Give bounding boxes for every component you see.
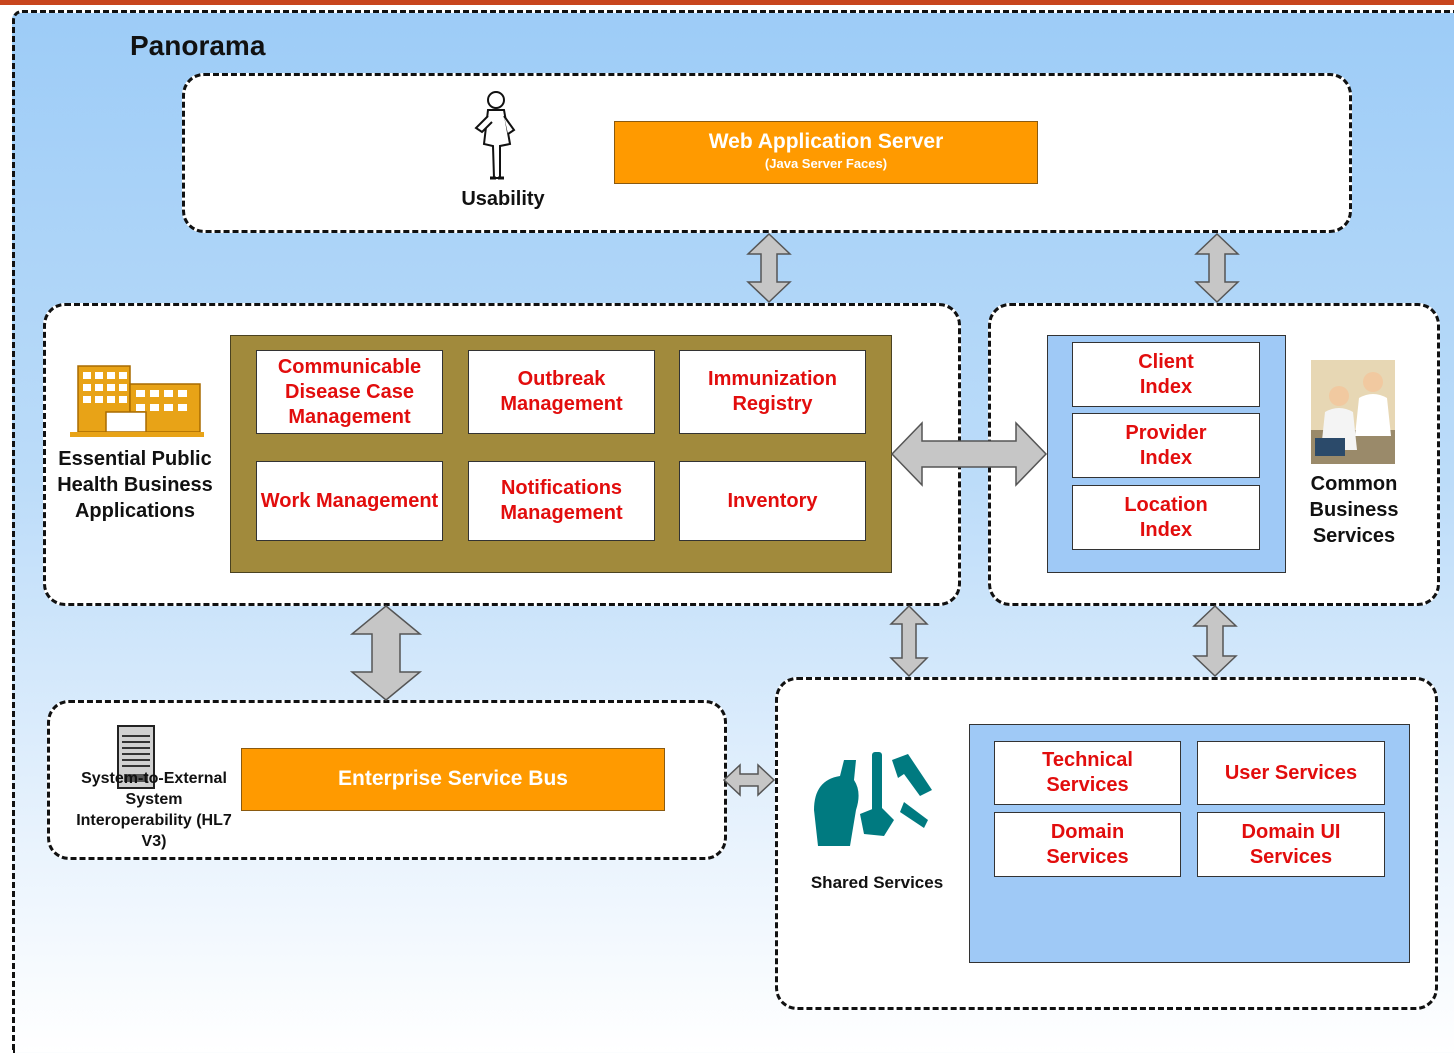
tile-location-index[interactable]: Location Index — [1072, 485, 1260, 550]
shared-services-label: Shared Services — [810, 873, 944, 892]
tile-notifications-management[interactable]: Notifications Management — [468, 461, 655, 541]
building-icon — [70, 365, 204, 437]
server-subtitle: (Java Server Faces) — [764, 156, 888, 171]
common-services-label: Common Business Services — [1309, 473, 1399, 547]
tile-user-services[interactable]: User Services — [1197, 741, 1385, 805]
tile-technical-services[interactable]: Technical Services — [994, 741, 1181, 805]
arrow-essential-to-interoperability — [349, 605, 423, 701]
tile-communicable-disease-case-management[interactable]: Communicable Disease Case Management — [256, 350, 443, 434]
tile-client-index[interactable]: Client Index — [1072, 342, 1260, 407]
tile-provider-index[interactable]: Provider Index — [1072, 413, 1260, 478]
arrow-essential-to-shared — [889, 604, 929, 678]
tile-domain-services[interactable]: Domain Services — [994, 812, 1181, 877]
business-people-icon — [1311, 360, 1395, 464]
tools-icon — [814, 752, 932, 846]
enterprise-service-bus-box: Enterprise Service Bus — [241, 748, 665, 811]
arrow-usability-to-common — [1194, 232, 1240, 304]
tile-work-management[interactable]: Work Management — [256, 461, 443, 541]
tile-domain-ui-services[interactable]: Domain UI Services — [1197, 812, 1385, 877]
tile-immunization-registry[interactable]: Immunization Registry — [679, 350, 866, 434]
usability-label: Usability — [461, 188, 545, 210]
essential-label: Essential Public Health Business Applica… — [57, 448, 213, 522]
arrow-usability-to-essential — [746, 232, 792, 304]
doctor-figure-icon — [474, 91, 516, 180]
arrow-interoperability-to-shared — [722, 763, 776, 797]
top-accent-bar — [0, 0, 1454, 5]
tile-outbreak-management[interactable]: Outbreak Management — [468, 350, 655, 434]
diagram-title: Panorama — [130, 30, 266, 61]
interoperability-label: System-to-External System Interoperabili… — [76, 770, 232, 850]
web-application-server-box: Web Application Server (Java Server Face… — [614, 121, 1038, 184]
server-tower-icon — [117, 725, 155, 789]
arrow-common-to-shared — [1192, 604, 1238, 678]
tile-inventory[interactable]: Inventory — [679, 461, 866, 541]
server-title: Web Application Server — [708, 130, 944, 153]
arrow-essential-to-common — [890, 421, 1048, 487]
